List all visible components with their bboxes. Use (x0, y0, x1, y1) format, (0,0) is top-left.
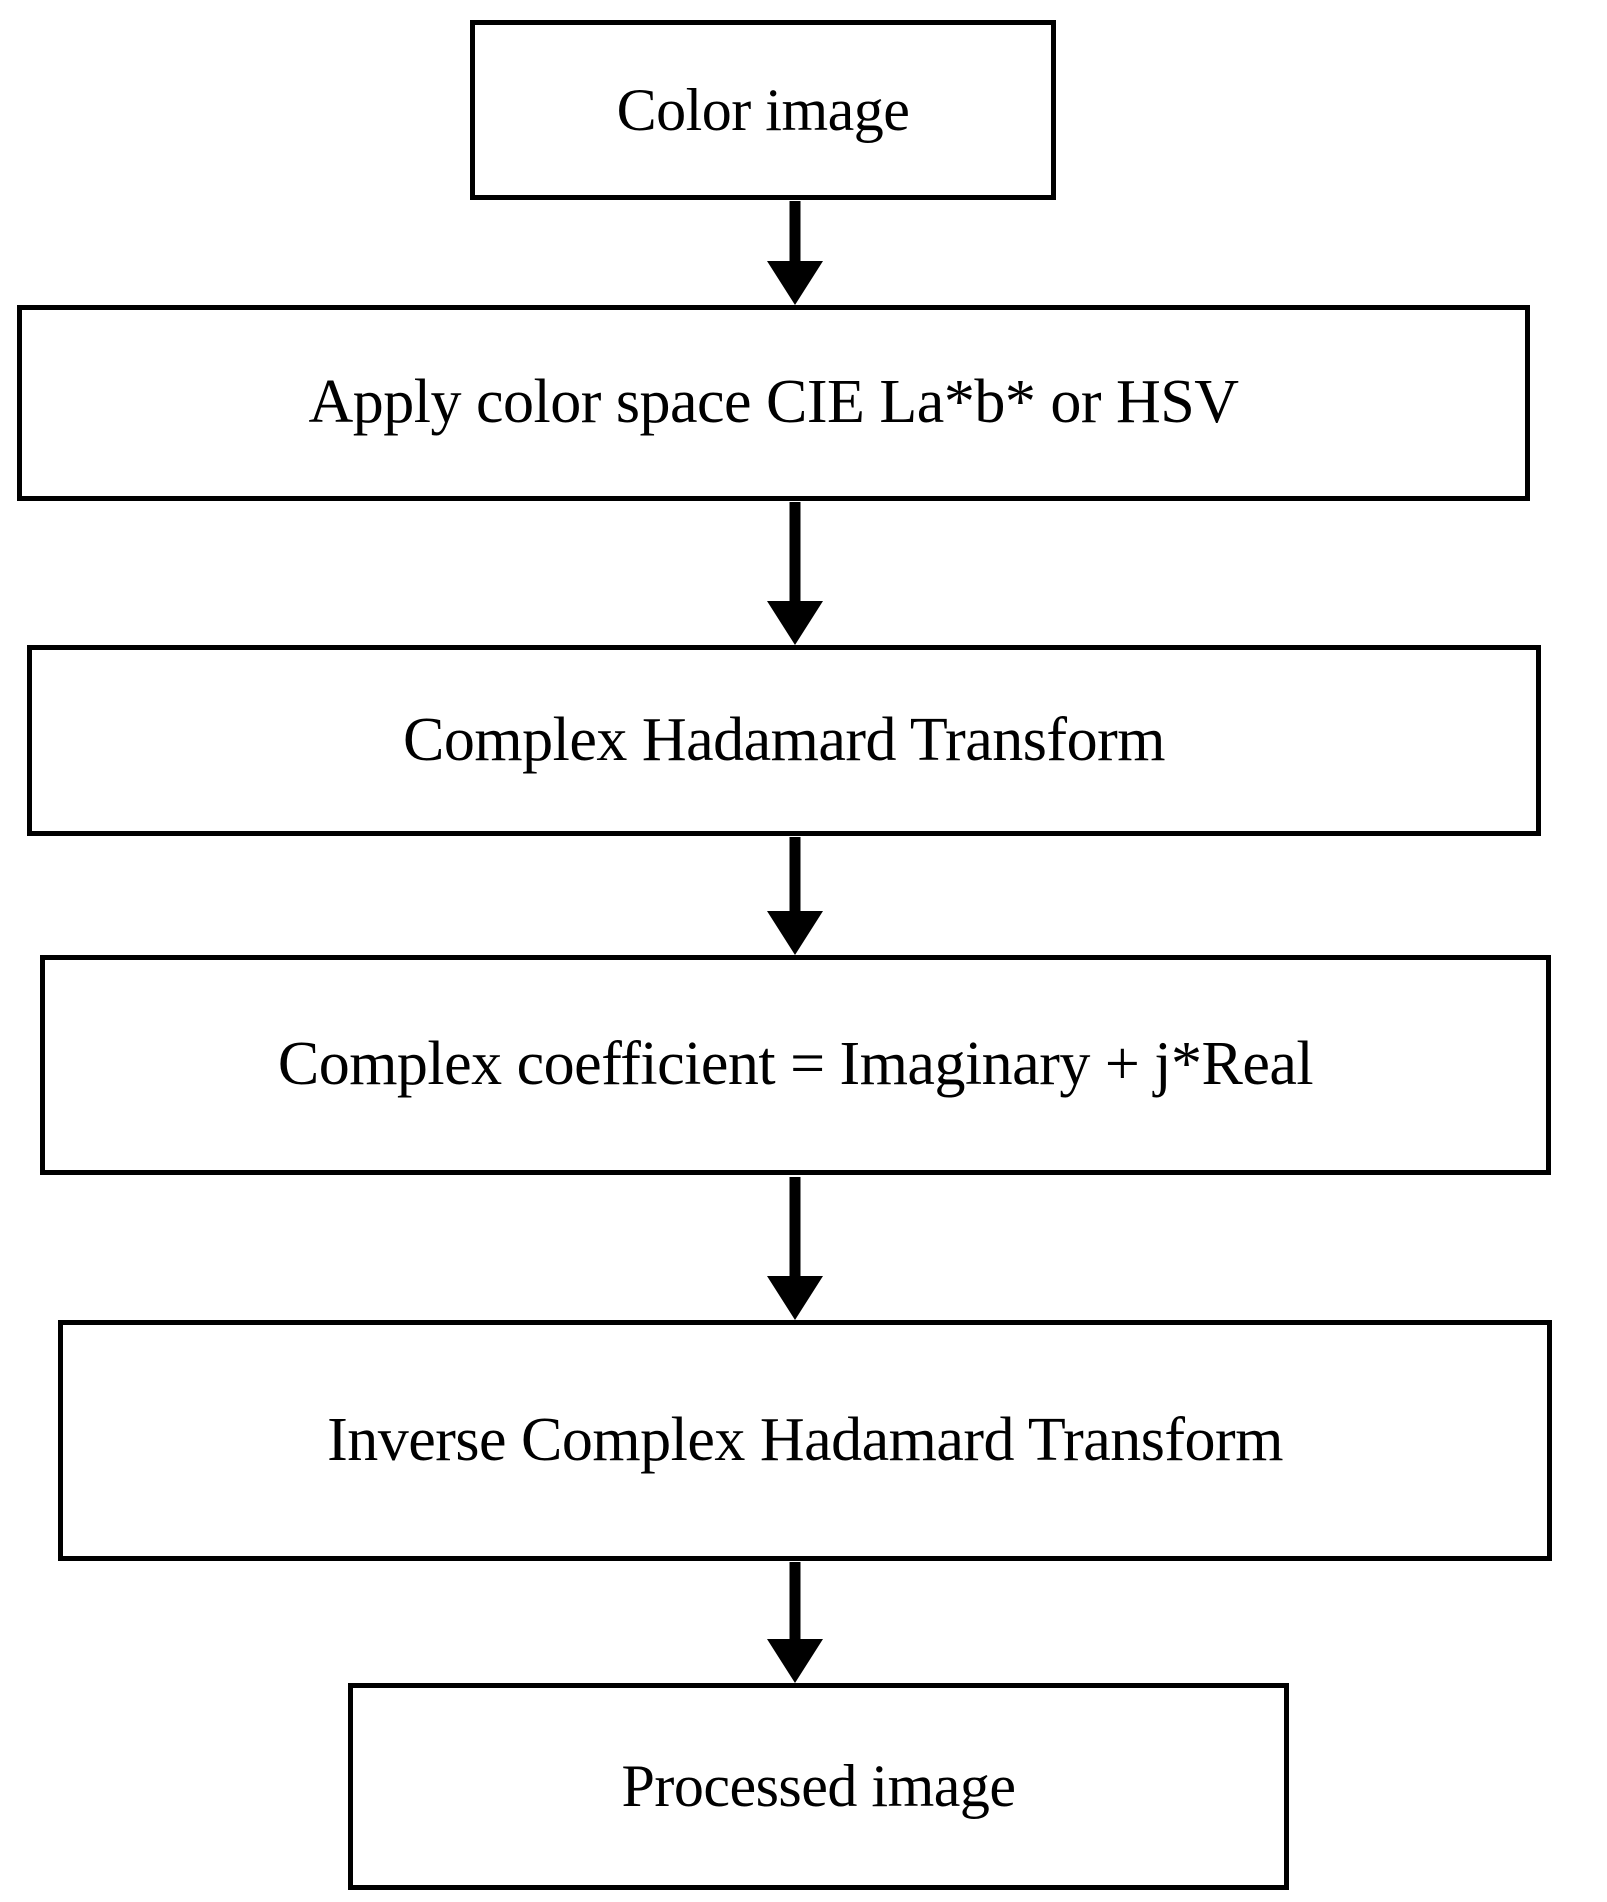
flow-node-label: Color image (616, 76, 910, 143)
flow-node-processed-image[interactable]: Processed image (348, 1683, 1289, 1890)
flow-node-inverse-complex-hadamard-transform[interactable]: Inverse Complex Hadamard Transform (58, 1320, 1552, 1561)
arrow-shaft (789, 502, 801, 601)
flow-node-color-image[interactable]: Color image (470, 20, 1056, 200)
arrow-head (767, 1276, 823, 1320)
flow-node-label: Complex Hadamard Transform (403, 705, 1165, 774)
flow-node-color-space[interactable]: Apply color space CIE La*b* or HSV (17, 305, 1530, 501)
flow-node-label: Complex coefficient = Imaginary + j*Real (277, 1030, 1314, 1099)
flow-node-label: Processed image (621, 1753, 1016, 1819)
down-arrow-icon (767, 1177, 823, 1320)
flow-node-complex-coefficient[interactable]: Complex coefficient = Imaginary + j*Real (40, 955, 1551, 1175)
arrow-head (767, 1639, 823, 1683)
arrow-head (767, 911, 823, 955)
down-arrow-icon (767, 502, 823, 645)
arrow-shaft (789, 201, 801, 261)
flow-node-complex-hadamard-transform[interactable]: Complex Hadamard Transform (27, 645, 1541, 836)
arrow-head (767, 261, 823, 305)
arrow-shaft (789, 837, 801, 911)
down-arrow-icon (767, 837, 823, 955)
arrow-shaft (789, 1562, 801, 1639)
flow-node-label: Apply color space CIE La*b* or HSV (308, 368, 1239, 437)
arrow-head (767, 601, 823, 645)
down-arrow-icon (767, 201, 823, 305)
arrow-shaft (789, 1177, 801, 1276)
down-arrow-icon (767, 1562, 823, 1683)
flow-node-label: Inverse Complex Hadamard Transform (327, 1405, 1283, 1474)
